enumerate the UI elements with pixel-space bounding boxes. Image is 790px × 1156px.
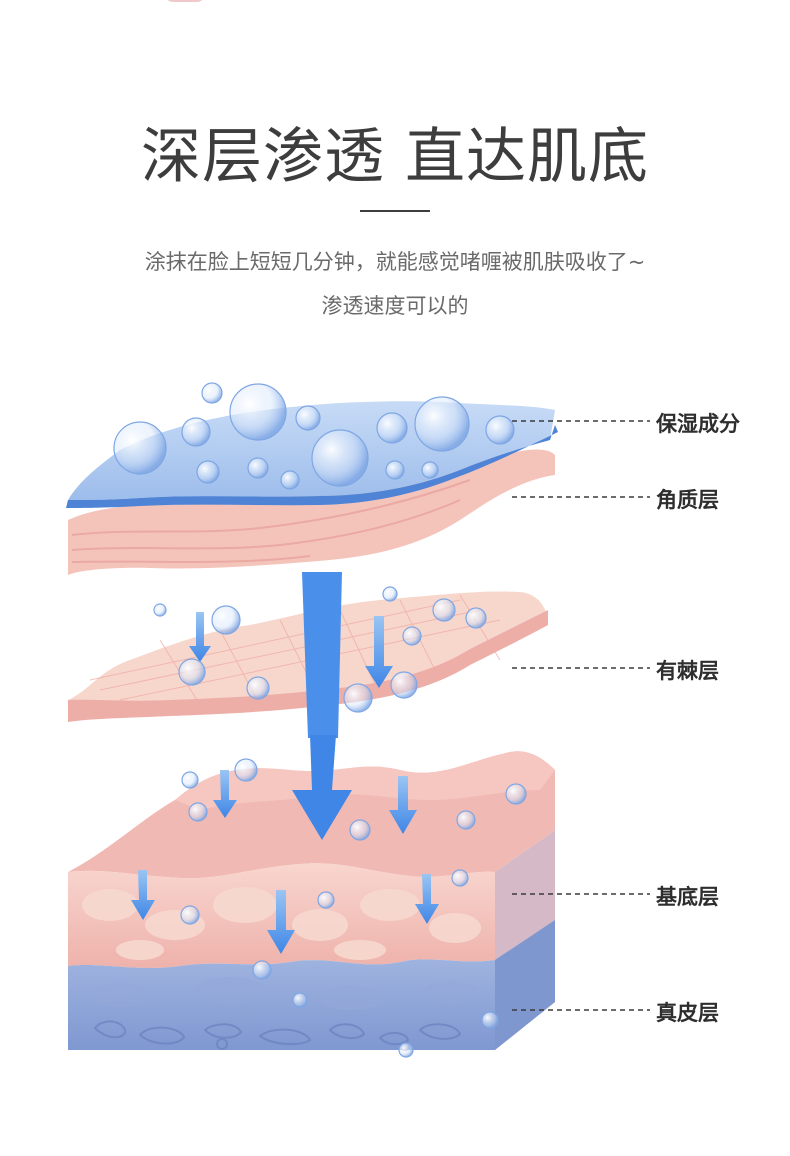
bubble-icon: [180, 905, 200, 925]
bubble-icon: [252, 960, 272, 980]
bubble-icon: [234, 758, 258, 782]
label-basal: 基底层: [656, 885, 719, 909]
bubble-icon: [465, 607, 487, 629]
bubble-icon: [196, 460, 220, 484]
bubble-icon: [153, 603, 167, 617]
bubble-icon: [343, 683, 373, 713]
bubble-icon: [349, 819, 371, 841]
bubble-icon: [451, 869, 469, 887]
title-divider: [360, 210, 430, 212]
bubble-icon: [317, 891, 335, 909]
bubble-icon: [311, 429, 369, 487]
bubble-icon: [432, 598, 456, 622]
bubble-icon: [246, 676, 270, 700]
page-title: 深层渗透 直达肌底: [140, 122, 650, 192]
bubble-icon: [181, 417, 211, 447]
bubble-icon: [280, 470, 300, 490]
down-arrow-icon: [267, 890, 295, 954]
description-line-1: 涂抹在脸上短短几分钟，就能感觉啫喱被肌肤吸收了~: [144, 250, 646, 274]
down-arrow-icon: [365, 616, 393, 688]
bubble-icon: [421, 461, 439, 479]
label-stratum-corneum: 角质层: [656, 488, 719, 512]
bubble-icon: [414, 396, 470, 452]
penetration-arrows: [131, 572, 439, 954]
bubble-icon: [201, 382, 223, 404]
bubble-icon: [505, 783, 527, 805]
top-decoration: [165, 0, 205, 2]
bubble-icon: [181, 771, 199, 789]
down-arrow-icon: [189, 612, 211, 662]
label-dermis: 真皮层: [656, 1001, 719, 1025]
bubble-icon: [485, 415, 515, 445]
down-arrow-icon: [213, 770, 237, 818]
down-arrow-icon: [292, 572, 352, 840]
bubble-icon: [113, 421, 167, 475]
bubble-icon: [229, 383, 287, 441]
down-arrow-icon: [389, 776, 417, 834]
bubble-icon: [188, 802, 208, 822]
down-arrow-icon: [415, 874, 439, 924]
bubble-icon: [402, 626, 422, 646]
label-spinous: 有棘层: [656, 659, 719, 683]
label-moisture: 保湿成分: [656, 412, 740, 436]
bubble-icon: [390, 671, 418, 699]
bubble-icon: [178, 658, 206, 686]
bubble-icon: [292, 992, 308, 1008]
leader-lines: [512, 420, 650, 1011]
bubble-icon: [247, 457, 269, 479]
bubble-icon: [211, 605, 241, 635]
bubble-icon: [385, 460, 405, 480]
bubbles: [113, 382, 527, 1058]
bubble-icon: [398, 1042, 414, 1058]
bubble-icon: [376, 412, 408, 444]
bubble-icon: [295, 405, 321, 431]
bubble-icon: [481, 1011, 499, 1029]
bubble-icon: [456, 810, 476, 830]
bubble-icon: [382, 586, 398, 602]
down-arrow-icon: [131, 870, 155, 920]
description-line-2: 渗透速度可以的: [321, 294, 469, 318]
